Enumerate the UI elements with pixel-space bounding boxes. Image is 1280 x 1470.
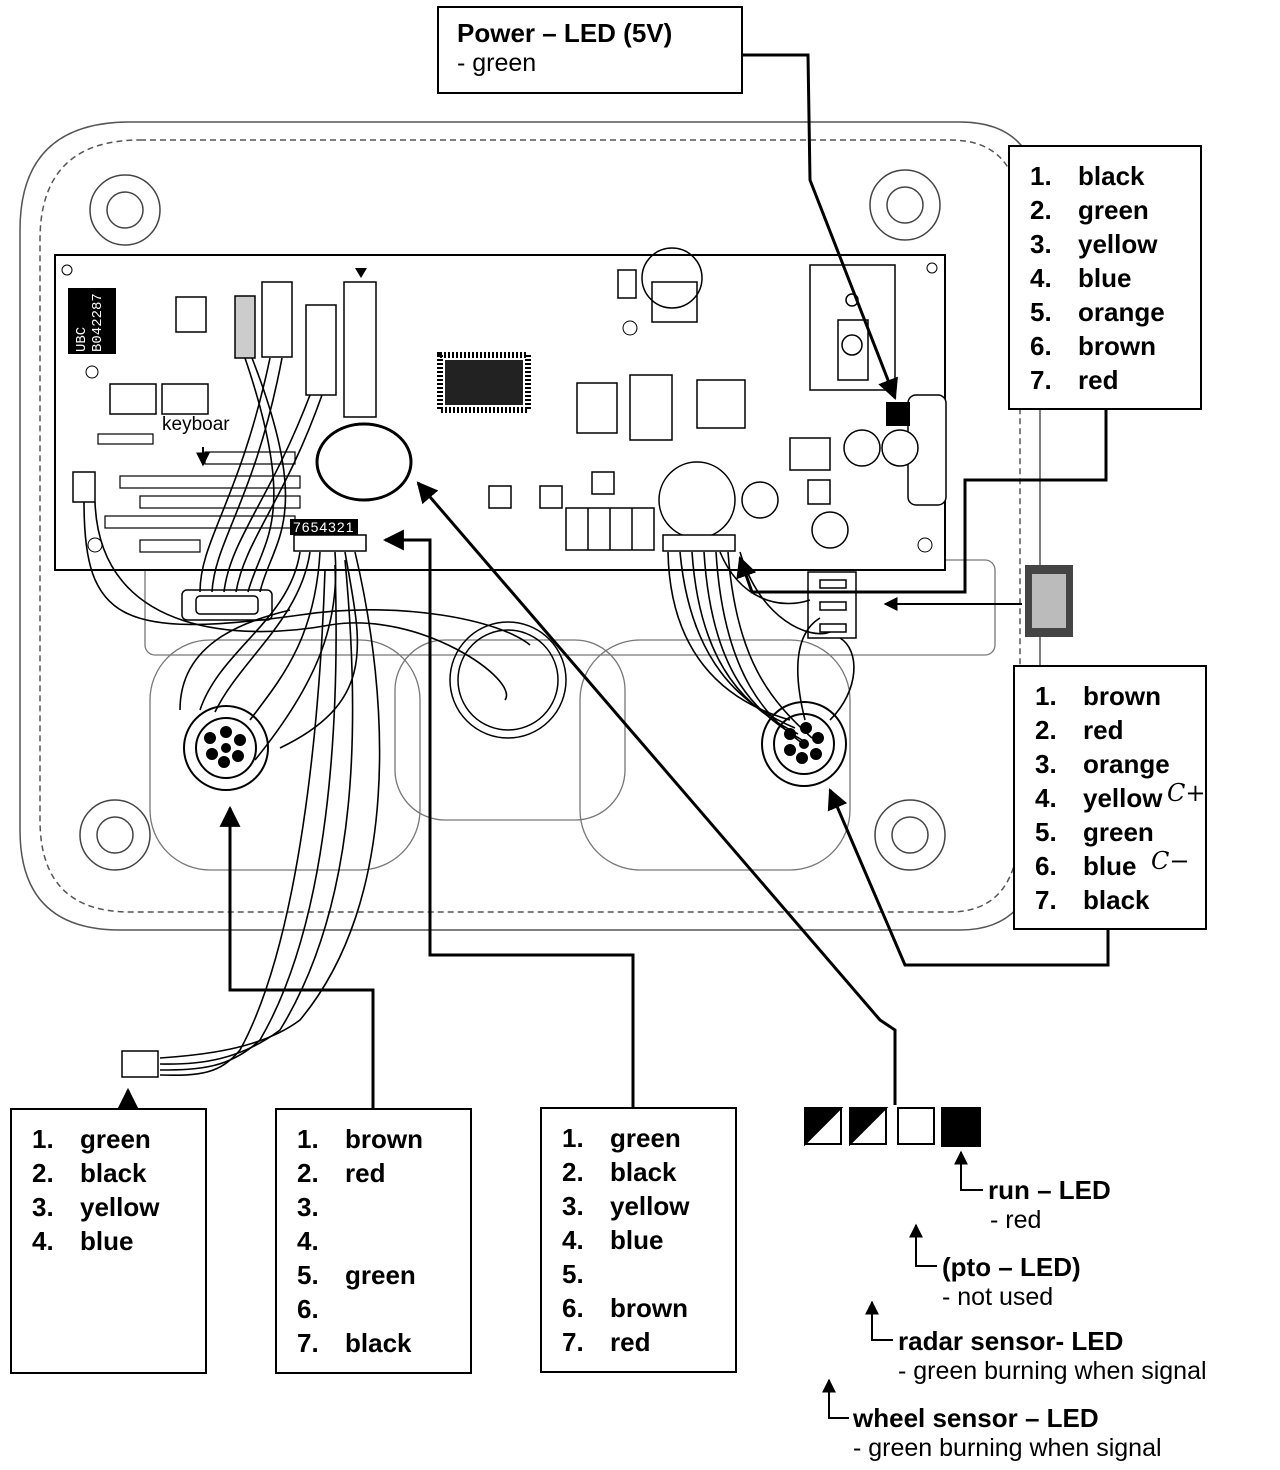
list-item: 1.green xyxy=(562,1123,681,1153)
led-legend-arrows xyxy=(822,1150,983,1419)
list-item: 7.black xyxy=(1035,885,1150,915)
coin-cell xyxy=(641,247,703,309)
list-item: 2.black xyxy=(562,1157,677,1187)
pto-led-label: (pto – LED) - not used xyxy=(942,1252,1081,1312)
list-item: 4.blue xyxy=(1030,263,1132,293)
wheel-led-desc: - green burning when signal xyxy=(853,1434,1162,1462)
wire-list-c: 1.green 2.black 3.yellow 4.blue 5. 6.bro… xyxy=(540,1107,737,1373)
power-led-title: Power – LED (5V) xyxy=(457,18,673,48)
radar-led-desc: - green burning when signal xyxy=(898,1357,1207,1385)
wires xyxy=(83,357,855,1076)
list-item: 3.yellow xyxy=(32,1192,160,1222)
callout-lines xyxy=(117,53,1110,1109)
run-led-desc: - red xyxy=(990,1206,1042,1234)
central-sensor xyxy=(449,621,567,739)
wheel-led-label: wheel sensor – LED - green burning when … xyxy=(853,1403,1162,1463)
main-processor-chip xyxy=(437,352,531,413)
pto-led-title: (pto – LED) xyxy=(942,1252,1081,1282)
connector-number-strip: 7654321 xyxy=(290,519,358,535)
power-regulator xyxy=(809,264,947,506)
list-item: 4.blue xyxy=(562,1225,664,1255)
run-led-title: run – LED xyxy=(988,1175,1111,1205)
list-item: 1.brown xyxy=(297,1124,423,1154)
small-plug xyxy=(121,1050,159,1078)
keyboard-connector xyxy=(72,471,96,503)
radar-led-title: radar sensor- LED xyxy=(898,1326,1124,1356)
left-round-socket xyxy=(183,705,269,791)
power-led-box: Power – LED (5V) - green xyxy=(437,6,743,94)
keyboard-label: keyboar xyxy=(162,414,230,435)
list-item: 5. xyxy=(562,1259,584,1289)
list-item: 3.yellow xyxy=(562,1191,690,1221)
list-item: 1.black xyxy=(1030,161,1145,191)
list-item: 1.brown xyxy=(1035,681,1161,711)
terminal-block xyxy=(565,507,655,551)
led-module xyxy=(807,571,857,639)
list-item: 2.green xyxy=(1030,195,1149,225)
list-item: 5.green xyxy=(297,1260,416,1290)
list-item: 4. xyxy=(297,1226,319,1256)
led-display-part xyxy=(1025,565,1073,637)
wire-list-right-mid: 1.brown 2.red 3.orange 4.yellow 5.green … xyxy=(1013,665,1207,930)
chips xyxy=(109,269,831,509)
board-tag-line2: B042287 xyxy=(90,293,106,352)
handwritten-note-yellow: C+ xyxy=(1167,779,1206,807)
db9-port xyxy=(181,589,273,621)
list-item: 4.yellow xyxy=(1035,783,1163,813)
wire-list-a: 1.green 2.black 3.yellow 4.blue xyxy=(10,1108,207,1374)
wheel-led-title: wheel sensor – LED xyxy=(853,1403,1099,1433)
connector-left-7pin xyxy=(293,534,367,552)
mounting-bosses xyxy=(79,169,946,871)
power-led-square xyxy=(886,402,910,426)
handwritten-note-blue: C− xyxy=(1151,847,1190,875)
wire-list-b: 1.brown 2.red 3. 4. 5.green 6. 7.black xyxy=(275,1108,472,1374)
wire-list-right-top: 1.black 2.green 3.yellow 4.blue 5.orange… xyxy=(1008,145,1202,410)
list-item: 6. xyxy=(297,1294,319,1324)
list-item: 6.brown xyxy=(1030,331,1156,361)
pcb-hole xyxy=(622,320,638,336)
pin-headers xyxy=(97,433,301,553)
highlight-circle xyxy=(315,422,413,502)
connector-right-7pin xyxy=(662,534,736,552)
led-indicator-row xyxy=(804,1107,981,1147)
ribbon-connectors xyxy=(234,281,377,418)
list-item: 5.orange xyxy=(1030,297,1165,327)
list-item: 3.orange xyxy=(1035,749,1170,779)
capacitors xyxy=(658,429,919,549)
pto-led-desc: - not used xyxy=(942,1283,1054,1311)
radar-led-label: radar sensor- LED - green burning when s… xyxy=(898,1326,1207,1386)
list-item: 2.black xyxy=(32,1158,147,1188)
list-item: 5.green xyxy=(1035,817,1154,847)
list-item: 2.red xyxy=(297,1158,386,1188)
list-item: 7.red xyxy=(562,1327,651,1357)
pin-1-marker xyxy=(355,268,367,278)
board-tag-line1: UBC xyxy=(74,326,90,352)
list-item: 2.red xyxy=(1035,715,1124,745)
list-item: 3.yellow xyxy=(1030,229,1158,259)
power-led-color: - green xyxy=(457,49,537,77)
list-item: 7.red xyxy=(1030,365,1119,395)
list-item: 4.blue xyxy=(32,1226,134,1256)
list-item: 6.brown xyxy=(562,1293,688,1323)
list-item: 7.black xyxy=(297,1328,412,1358)
list-item: 3. xyxy=(297,1192,319,1222)
run-led-label: run – LED - red xyxy=(988,1175,1111,1235)
list-item: 1.green xyxy=(32,1124,151,1154)
list-item: 6.blue xyxy=(1035,851,1137,881)
board-id-tag: UBC B042287 xyxy=(68,288,116,354)
